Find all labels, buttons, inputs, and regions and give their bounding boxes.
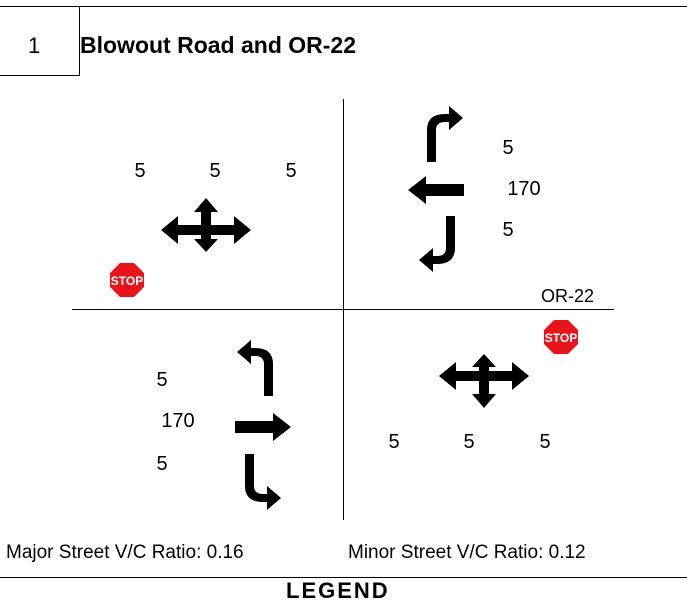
nw-stop-sign-icon: STOP	[110, 263, 144, 297]
ne-volume-through: 170	[507, 178, 540, 200]
sw-through-arrow-icon	[235, 413, 291, 441]
header-bottom-rule	[0, 75, 79, 76]
ne-right-turn-arrow-icon	[419, 216, 455, 272]
horizontal-axis	[72, 309, 614, 310]
ne-through-arrow-icon	[408, 176, 464, 204]
se-allway-arrow-icon	[439, 354, 529, 408]
se-stop-sign-icon: STOP	[544, 320, 578, 354]
sw-volume-left: 5	[156, 369, 167, 391]
intersection-title: Blowout Road and OR-22	[80, 32, 356, 58]
footer-rule	[0, 577, 687, 578]
se-volume-through: 5	[463, 431, 474, 453]
sw-volume-right: 5	[156, 453, 167, 475]
header-top-rule	[0, 6, 687, 7]
ne-left-turn-arrow-icon	[427, 106, 463, 162]
se-volume-right: 5	[539, 431, 550, 453]
major-vc-ratio: Major Street V/C Ratio: 0.16	[6, 542, 244, 563]
nw-volume-right: 5	[285, 160, 296, 182]
ne-volume-right: 5	[502, 219, 513, 241]
sw-volume-through: 170	[161, 410, 194, 432]
sw-right-turn-arrow-icon	[245, 454, 281, 510]
minor-vc-ratio: Minor Street V/C Ratio: 0.12	[348, 542, 586, 563]
ne-volume-left: 5	[502, 137, 513, 159]
se-stop-text: STOP	[545, 331, 577, 345]
header-divider	[79, 6, 80, 76]
se-volume-left: 5	[388, 431, 399, 453]
nw-stop-text: STOP	[111, 274, 143, 288]
movement-diagram: STOP 5 5 5 5 170 5 5 170 5 STOP 5 5 5	[110, 106, 578, 510]
street-label: OR-22	[541, 286, 595, 306]
intersection-number: 1	[28, 33, 41, 58]
sw-left-turn-arrow-icon	[237, 340, 273, 396]
nw-volume-through: 5	[209, 160, 220, 182]
legend-heading: LEGEND	[286, 578, 390, 603]
nw-volume-left: 5	[134, 160, 145, 182]
nw-allway-arrow-icon	[161, 198, 251, 252]
